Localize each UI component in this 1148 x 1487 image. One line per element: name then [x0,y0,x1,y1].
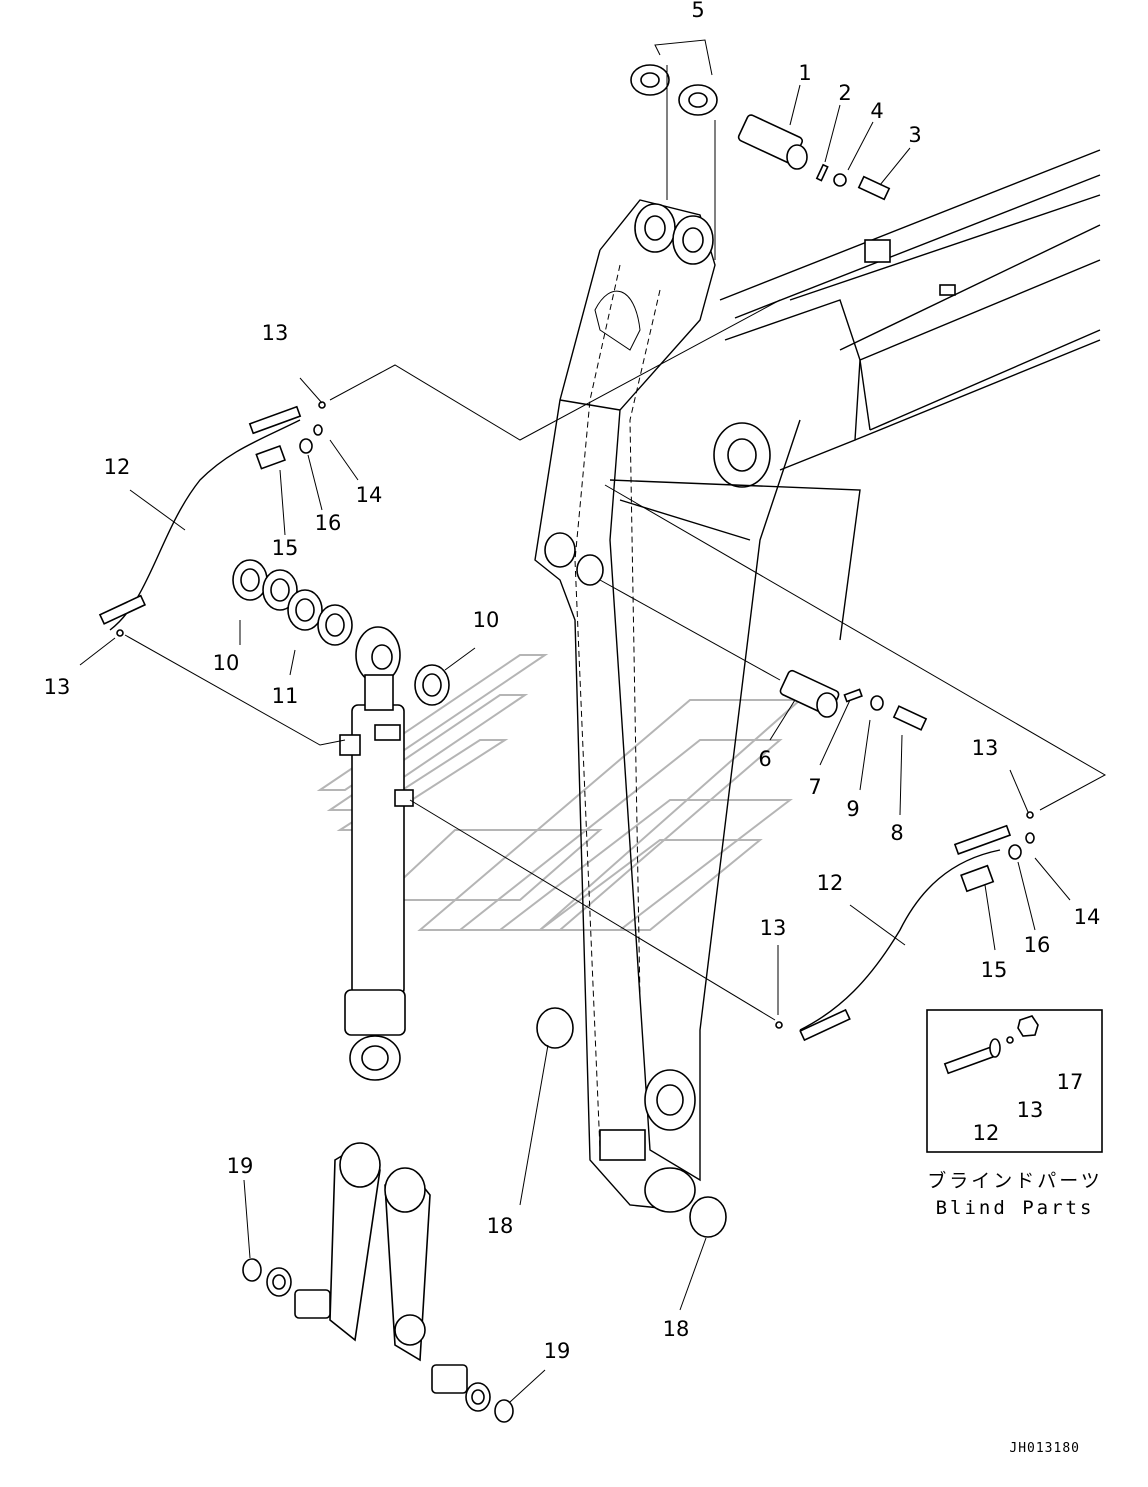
callout-2: 2 [838,81,851,105]
callout-11: 11 [272,684,299,708]
o-rings [536,1007,727,1238]
pin-assembly-middle [779,669,928,731]
callout-5: 5 [691,0,704,22]
callout-4: 4 [870,99,883,123]
callout-9: 9 [846,797,859,821]
callout-19b: 19 [544,1339,571,1363]
callout-19a: 19 [227,1154,254,1178]
callout-6: 6 [758,747,771,771]
callout-16a: 16 [315,511,342,535]
callout-8: 8 [890,821,903,845]
grease-hose-right [775,811,1035,1042]
hydraulic-cylinder [339,626,414,1081]
blind-parts-label-jp: ブラインドパーツ [927,1169,1103,1192]
callout-13c: 13 [972,736,999,760]
callout-1: 1 [798,61,811,85]
watermark-logo [316,654,803,931]
callout-12c: 12 [973,1121,1000,1145]
blind-parts-label-en: Blind Parts [936,1197,1095,1219]
blind-parts-box [926,1009,1103,1153]
callout-labels: 5 1 2 4 3 13 12 14 16 15 10 10 13 11 6 1… [44,0,1101,1363]
callout-15b: 15 [981,958,1008,982]
callout-7: 7 [808,775,821,799]
links-assembly [242,1142,514,1423]
reference-lines [124,65,1107,1021]
callout-10b: 10 [213,651,240,675]
callout-10a: 10 [473,608,500,632]
callout-14b: 14 [1074,905,1101,929]
callout-17: 17 [1057,1070,1084,1094]
callout-12b: 12 [817,871,844,895]
callout-13d: 13 [760,916,787,940]
drawing-code: JH013180 [1009,1441,1080,1456]
callout-16b: 16 [1024,933,1051,957]
callout-13e: 13 [1017,1098,1044,1122]
pin-assembly-top [630,39,891,201]
callout-18b: 18 [663,1317,690,1341]
callout-13a: 13 [262,321,289,345]
callout-13b: 13 [44,675,71,699]
callout-15a: 15 [272,536,299,560]
callout-leaders [79,84,1071,1403]
boom-structure [713,149,1101,488]
callout-14a: 14 [356,483,383,507]
callout-12a: 12 [104,455,131,479]
arm-body [534,199,861,1213]
callout-18a: 18 [487,1214,514,1238]
shim-set-left [232,559,450,706]
grease-hose-left [98,401,326,637]
callout-3: 3 [908,123,921,147]
